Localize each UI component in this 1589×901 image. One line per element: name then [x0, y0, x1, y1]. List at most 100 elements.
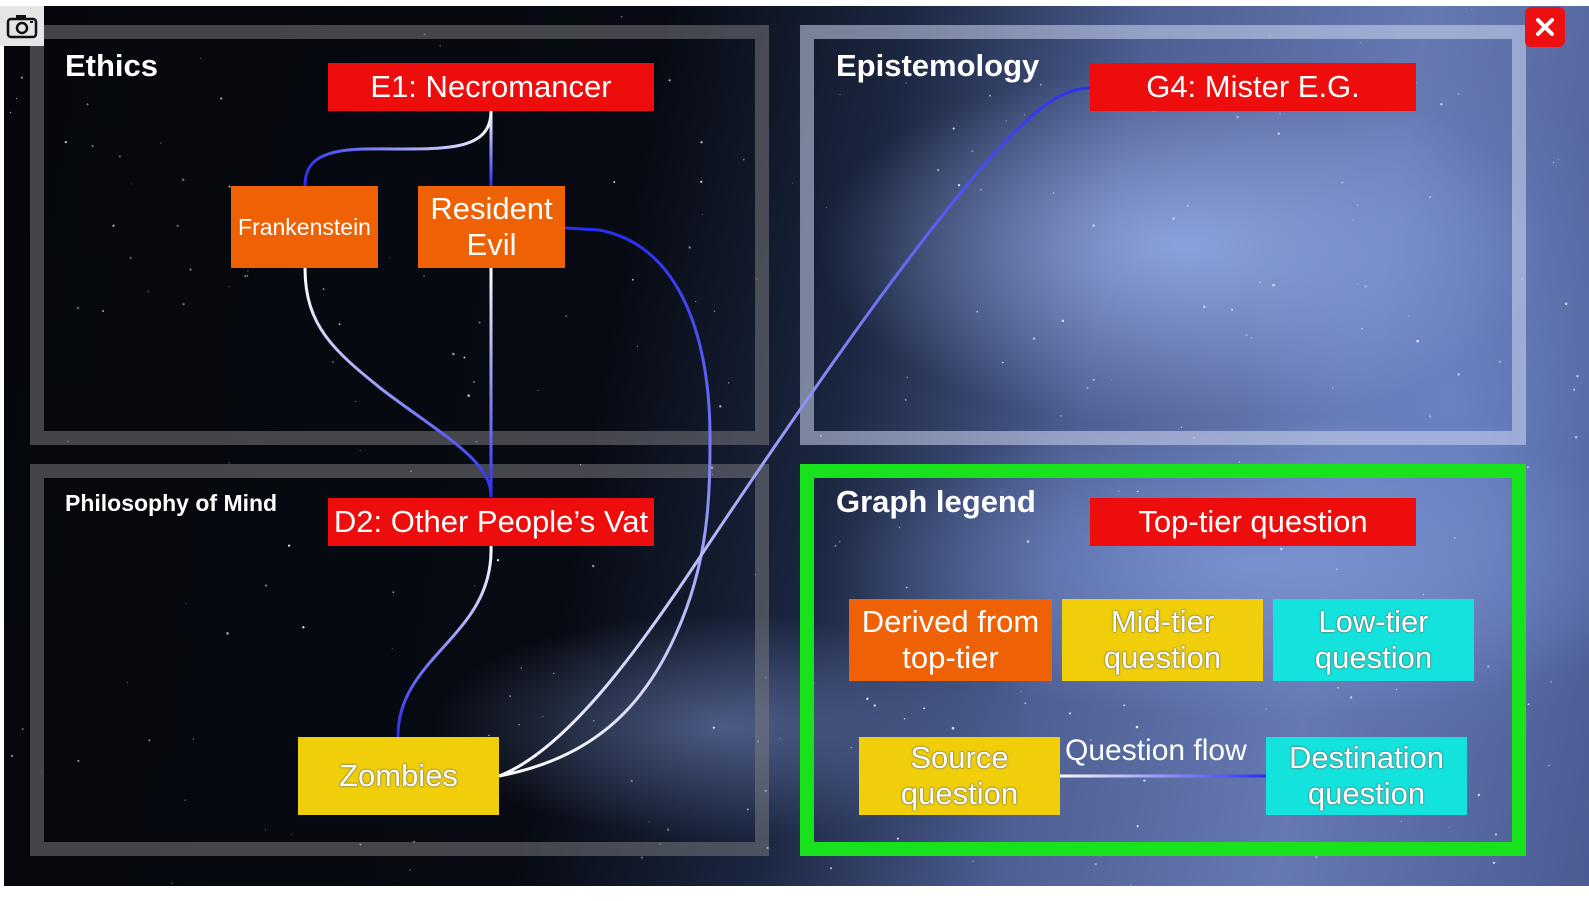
philosophy-of-mind-panel — [30, 464, 769, 856]
star — [839, 541, 841, 543]
star — [1135, 725, 1139, 729]
star — [719, 405, 722, 408]
star — [1272, 283, 1275, 287]
star — [742, 158, 745, 161]
star — [1024, 702, 1027, 705]
star — [473, 381, 475, 383]
star — [906, 376, 908, 378]
star — [409, 869, 411, 871]
star — [147, 290, 150, 293]
star — [1573, 388, 1576, 391]
star — [76, 306, 80, 310]
star — [496, 559, 500, 562]
star — [102, 310, 105, 312]
star — [1494, 833, 1498, 836]
star — [1092, 378, 1095, 381]
star — [839, 94, 841, 95]
node-e1-necromancer[interactable]: E1: Necromancer — [328, 63, 654, 111]
star — [779, 737, 781, 739]
star — [905, 586, 908, 589]
screenshot-button[interactable] — [0, 6, 44, 46]
star — [1332, 387, 1334, 389]
star — [467, 394, 470, 397]
star — [77, 759, 80, 762]
star — [903, 718, 906, 720]
star — [246, 275, 249, 277]
star — [1552, 162, 1555, 164]
star — [1364, 285, 1367, 288]
star — [1356, 204, 1358, 206]
star — [1039, 83, 1042, 86]
star — [21, 728, 24, 731]
node-zombies[interactable]: Zombies — [298, 737, 499, 815]
close-button[interactable] — [1525, 7, 1565, 47]
star — [1153, 110, 1155, 113]
star — [1429, 415, 1432, 418]
star — [226, 632, 229, 635]
star — [636, 345, 638, 347]
star — [1574, 436, 1578, 439]
star — [228, 462, 230, 464]
node-g4-mister-eg[interactable]: G4: Mister E.G. — [1090, 63, 1416, 111]
star — [148, 739, 151, 742]
star — [1336, 568, 1338, 571]
star — [648, 821, 650, 823]
star — [976, 310, 979, 313]
star — [1576, 375, 1579, 378]
star — [210, 496, 213, 499]
star — [176, 224, 179, 227]
star — [1440, 102, 1443, 106]
star — [184, 799, 186, 801]
epistemology-panel — [800, 25, 1526, 445]
star — [688, 246, 691, 249]
star — [952, 127, 955, 130]
legend-derived-from-top-tier: Derived from top-tier — [849, 599, 1052, 681]
star — [1350, 696, 1353, 699]
edge-d2-to-zombies — [396, 544, 493, 738]
star — [1259, 281, 1261, 283]
star — [1471, 9, 1472, 11]
star — [1005, 120, 1007, 122]
graph-legend-panel-title: Graph legend — [836, 484, 1036, 519]
star — [923, 707, 925, 710]
star — [668, 79, 671, 82]
star — [712, 726, 715, 729]
star — [189, 268, 192, 271]
star — [192, 738, 195, 740]
star — [1061, 319, 1065, 323]
star — [9, 111, 12, 114]
star — [1186, 205, 1189, 207]
node-frankenstein[interactable]: Frankenstein — [231, 186, 378, 268]
legend-destination-question: Destination question — [1266, 737, 1467, 815]
star — [423, 275, 425, 277]
star — [1123, 704, 1126, 707]
star — [338, 323, 341, 326]
legend-question-flow-label: Question flow — [1065, 734, 1247, 767]
legend-mid-tier-question: Mid-tier question — [1062, 599, 1263, 681]
star — [1416, 339, 1419, 343]
star — [1277, 132, 1281, 135]
star — [185, 602, 187, 604]
star — [1026, 540, 1030, 543]
close-icon — [1536, 18, 1554, 36]
star — [247, 270, 249, 272]
star — [181, 178, 185, 182]
node-resident-evil[interactable]: Resident Evil — [418, 186, 565, 268]
star — [905, 82, 907, 84]
star — [302, 626, 305, 629]
star — [1400, 820, 1403, 823]
star — [834, 544, 837, 547]
node-d2-other-peoples-vat[interactable]: D2: Other People’s Vat — [328, 498, 654, 546]
star — [1448, 826, 1450, 828]
star — [171, 882, 173, 884]
star — [265, 584, 268, 587]
star — [728, 382, 730, 384]
star — [873, 704, 876, 707]
star — [1111, 379, 1113, 380]
star — [971, 150, 974, 153]
star — [1357, 284, 1359, 286]
star — [1020, 691, 1022, 693]
star — [1231, 308, 1234, 311]
star — [979, 188, 982, 191]
star — [700, 141, 703, 144]
